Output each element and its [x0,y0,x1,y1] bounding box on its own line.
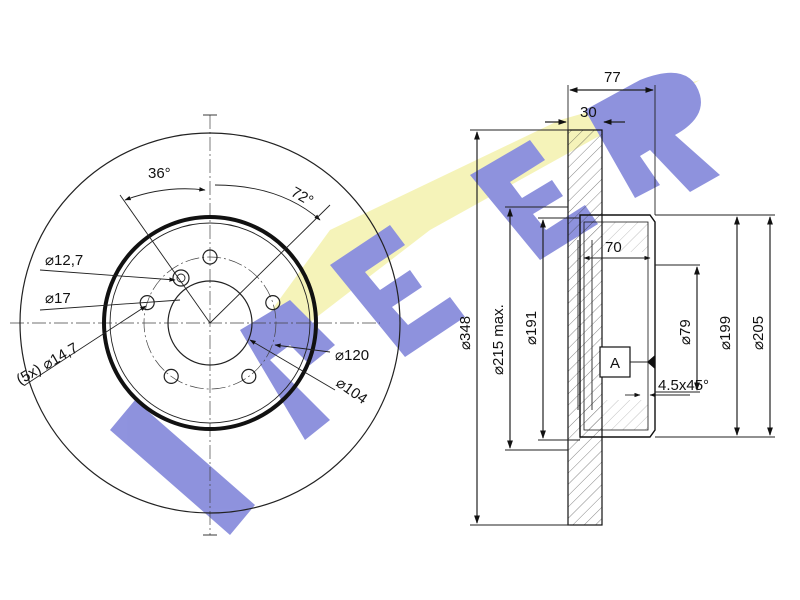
disc-rim-section [567,129,603,526]
datum-a-label: A [610,355,620,372]
svg-text:⌀104: ⌀104 [333,374,371,407]
dim-215-max: ⌀215 max. [490,304,507,375]
svg-text:⌀348: ⌀348 [457,316,474,350]
dim-348: ⌀348 [457,316,474,350]
dim-77: 77 [604,69,621,86]
small-hole [172,269,190,287]
dim-199: ⌀199 [717,316,734,350]
svg-text:⌀17: ⌀17 [45,290,71,307]
svg-text:⌀120: ⌀120 [335,347,369,364]
dim-191: ⌀191 [523,311,540,345]
svg-text:⌀79: ⌀79 [677,319,694,345]
hole-17-label: ⌀17 [45,290,71,307]
icer-logo-watermark [110,72,720,535]
disc-outer-edge [19,132,401,514]
bolt-hole [163,368,179,384]
angle-36-label: 36° [148,165,171,182]
svg-text:⌀205: ⌀205 [750,316,767,350]
angle-72-label: 72° [288,184,316,210]
bolt-hole [202,249,218,265]
logo-letters [110,72,720,535]
bolt-holes-label: (5x) ⌀14,7 [14,340,82,389]
bolt-hole [265,295,281,311]
svg-text:⌀215 max.: ⌀215 max. [490,304,507,375]
svg-text:⌀12,7: ⌀12,7 [45,252,83,269]
center-bore [167,280,253,366]
bolt-holes [139,249,281,384]
bolt-circle-label: ⌀120 [335,347,369,364]
hole-12-7-label: ⌀12,7 [45,252,83,269]
svg-text:(5x) ⌀14,7: (5x) ⌀14,7 [14,340,82,389]
svg-text:⌀191: ⌀191 [523,311,540,345]
friction-ring-inner [102,215,318,431]
chamfer-label: 4.5x45° [658,377,709,394]
dim-205: ⌀205 [750,316,767,350]
dim-70: 70 [605,239,622,256]
dim-79: ⌀79 [677,319,694,345]
svg-text:⌀199: ⌀199 [717,316,734,350]
center-bore-label: ⌀104 [333,374,371,407]
dim-30: 30 [580,104,597,121]
bolt-circle [143,256,277,390]
hat-section [579,214,656,438]
bolt-hole [241,368,257,384]
section-view: 77 30 70 ⌀348 ⌀215 max. ⌀191 ⌀79 [457,69,775,526]
